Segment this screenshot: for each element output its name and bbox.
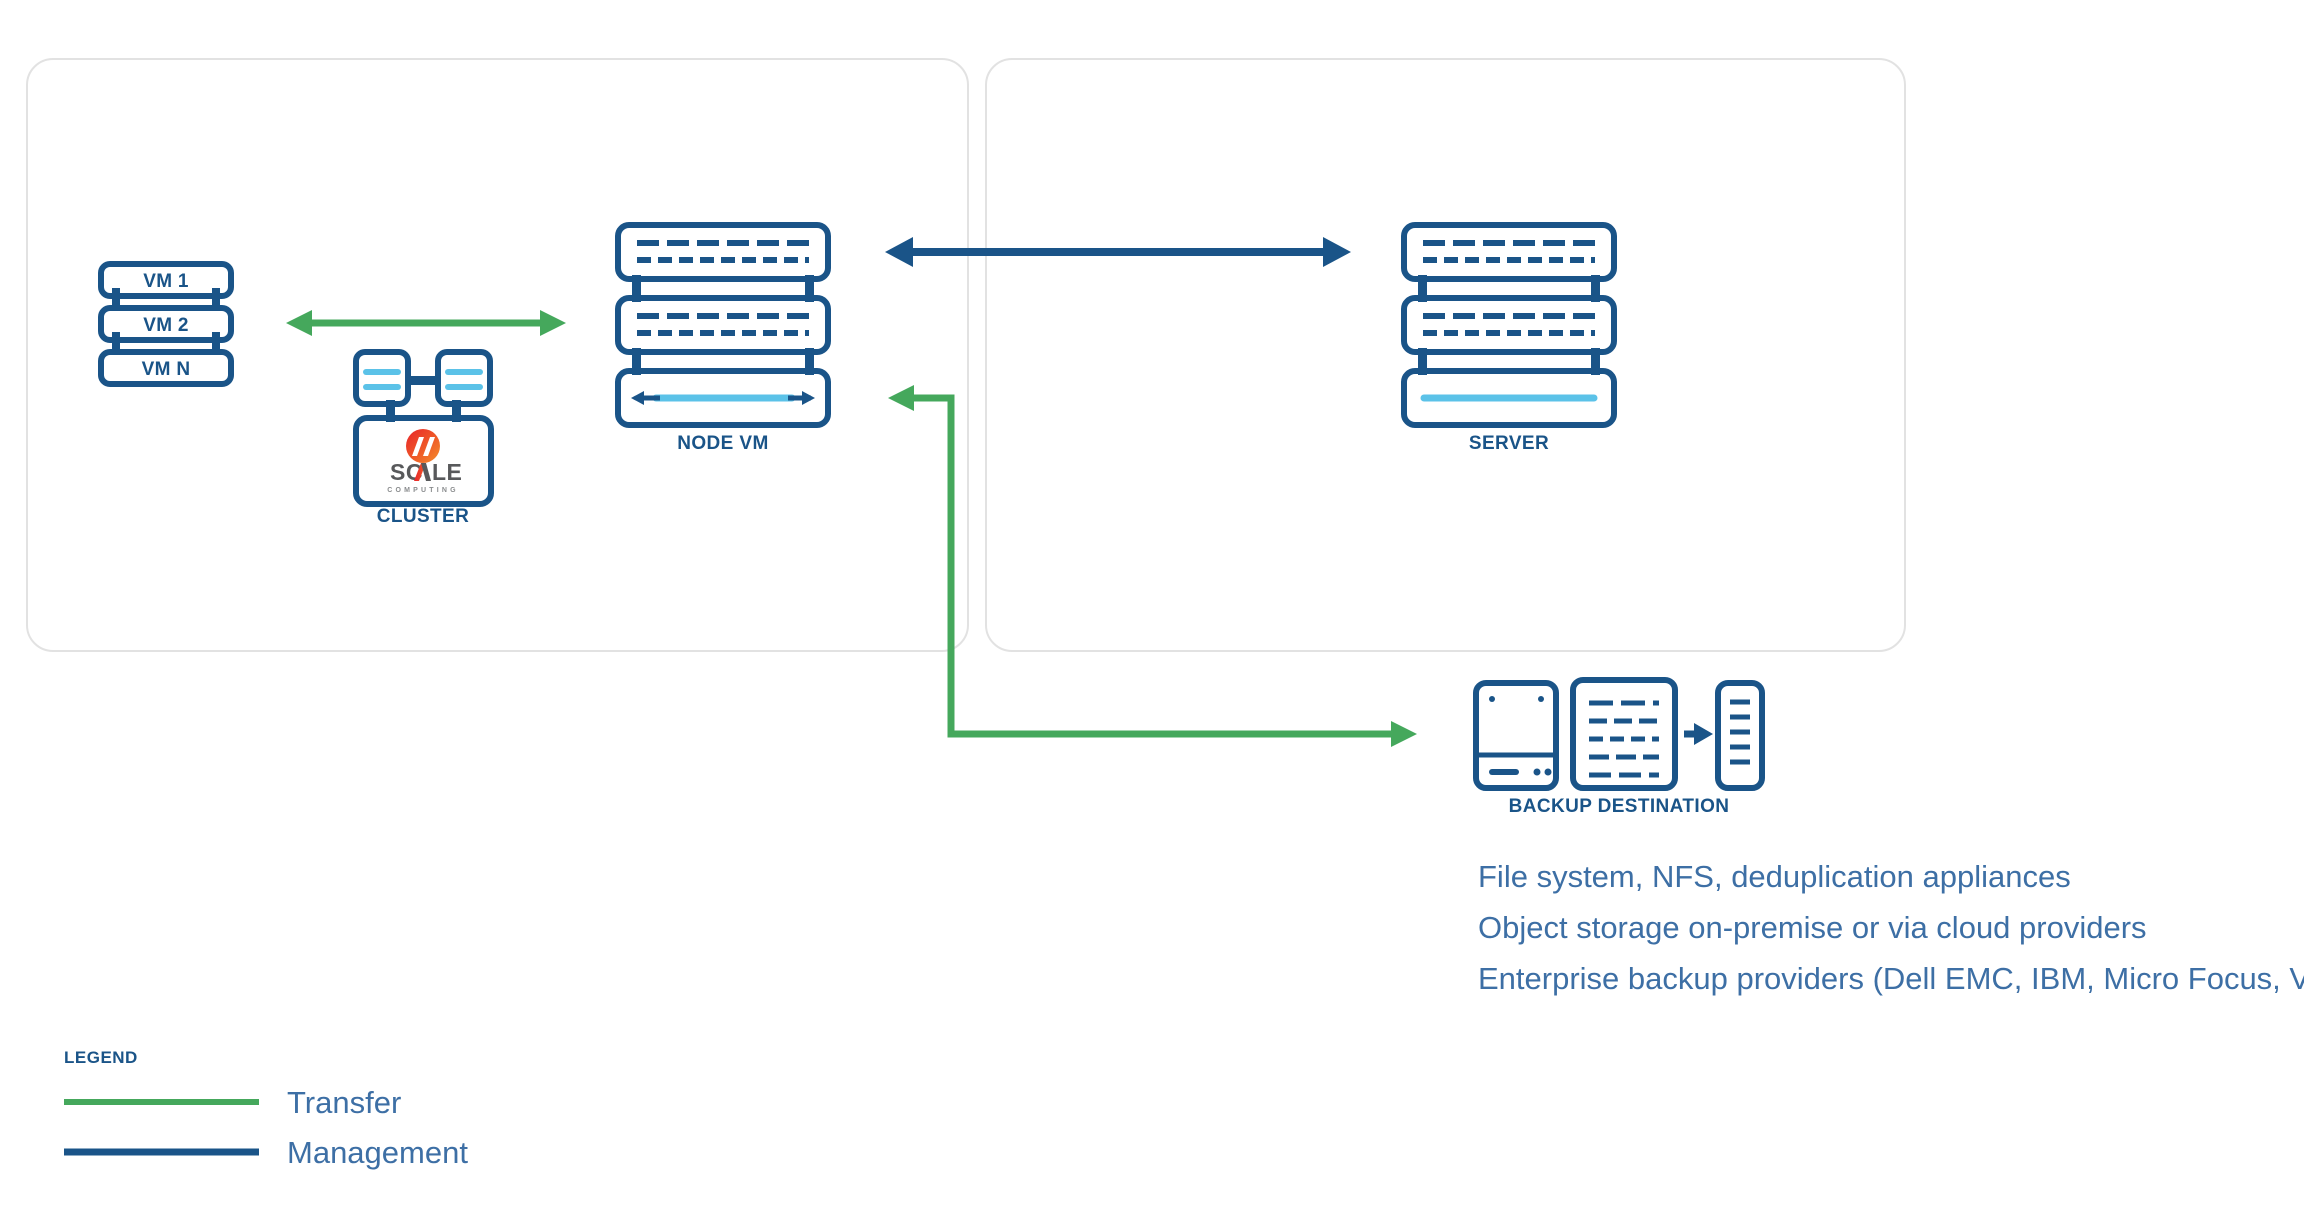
management-arrow-nodevm-server xyxy=(885,237,1351,267)
server-stem xyxy=(1418,275,1427,302)
legend-item-transfer: Transfer xyxy=(64,1085,401,1120)
backup-destination-group: BACKUP DESTINATION xyxy=(1473,677,1765,817)
server-stem xyxy=(1418,348,1427,375)
cluster-node-box-left xyxy=(353,349,411,407)
backup-option-item: Enterprise backup providers (Dell EMC, I… xyxy=(1478,961,2304,996)
cluster-node-box-right xyxy=(435,349,493,407)
legend-label: Management xyxy=(287,1135,468,1170)
server-dashes xyxy=(1423,240,1595,263)
transfer-arrow-nodevm-backup xyxy=(888,385,1417,747)
record-lines xyxy=(1589,700,1659,778)
vm-unit-label: VM N xyxy=(142,359,191,380)
node-vm-label: NODE VM xyxy=(677,433,768,454)
arrowhead-right xyxy=(1391,721,1417,747)
logo-circle xyxy=(406,429,440,463)
logo-subtitle: COMPUTING xyxy=(387,487,459,494)
legend-item-management: Management xyxy=(64,1135,468,1170)
logo-double-slash xyxy=(412,437,435,456)
vm-unit-label: VM 2 xyxy=(143,315,189,336)
node-vm-unit-1 xyxy=(615,222,831,282)
server-dashes xyxy=(1423,313,1595,336)
cluster-stem xyxy=(452,400,461,422)
cluster-node: SC LE COMPUTING CLUSTER xyxy=(353,349,494,527)
cluster-stem xyxy=(386,400,395,422)
server-unit-1 xyxy=(1401,222,1617,282)
backup-destination-label: BACKUP DESTINATION xyxy=(1509,796,1730,817)
storage-lines xyxy=(1730,699,1750,765)
logo-wordmark-slash2 xyxy=(421,463,431,481)
arrowhead-left xyxy=(885,237,913,267)
server-unit-2 xyxy=(1401,295,1617,355)
node-vm-stem xyxy=(632,348,641,375)
node-vm-stem xyxy=(805,348,814,375)
cluster-logo-box: SC LE COMPUTING xyxy=(353,415,494,507)
node-vm-dashes xyxy=(637,313,809,336)
scale-computing-logo: SC LE COMPUTING xyxy=(387,429,462,494)
backup-option-item: Object storage on-premise or via cloud p… xyxy=(1478,910,2147,945)
vm-stack: VM 1 VM 2 VM N xyxy=(98,261,234,387)
node-vm-stack: NODE VM xyxy=(615,222,831,454)
transfer-elbow-path xyxy=(908,394,1395,738)
transfer-arrow-vm-cluster xyxy=(286,310,566,336)
server-label: SERVER xyxy=(1469,433,1549,454)
server-stack: SERVER xyxy=(1401,222,1617,454)
data-records-icon xyxy=(1570,677,1678,791)
arrowhead-right xyxy=(1694,723,1713,745)
node-vm-unit-3 xyxy=(615,368,831,428)
logo-wordmark-right: LE xyxy=(432,459,462,485)
arrowhead-left xyxy=(888,385,914,411)
backup-inner-arrow xyxy=(1684,723,1713,745)
storage-column-icon xyxy=(1715,680,1765,791)
server-unit-3 xyxy=(1401,368,1617,428)
legend-label: Transfer xyxy=(287,1085,401,1120)
arrowhead-right xyxy=(802,391,815,405)
server-stem xyxy=(1591,348,1600,375)
vm-unit-2: VM 2 xyxy=(98,305,234,343)
arrowhead-right xyxy=(540,310,566,336)
vm-unit-3: VM N xyxy=(98,349,234,387)
backup-option-item: File system, NFS, deduplication applianc… xyxy=(1478,859,2071,894)
vm-unit-1: VM 1 xyxy=(98,261,234,299)
disk-appliance-icon xyxy=(1473,680,1559,791)
backup-options-list: File system, NFS, deduplication applianc… xyxy=(1478,859,2304,996)
node-vm-stem xyxy=(805,275,814,302)
cluster-link-bar xyxy=(405,376,441,385)
legend-title: LEGEND xyxy=(64,1048,138,1067)
node-vm-unit-2 xyxy=(615,295,831,355)
node-vm-dashes xyxy=(637,240,809,263)
legend: LEGEND Transfer Management xyxy=(64,1048,468,1170)
arrowhead-left xyxy=(631,391,644,405)
cluster-panel xyxy=(26,58,969,652)
server-stem xyxy=(1591,275,1600,302)
node-vm-stem xyxy=(632,275,641,302)
vm-unit-label: VM 1 xyxy=(143,271,189,292)
arrowhead-left xyxy=(286,310,312,336)
cluster-label: CLUSTER xyxy=(377,506,470,527)
arrowhead-right xyxy=(1323,237,1351,267)
